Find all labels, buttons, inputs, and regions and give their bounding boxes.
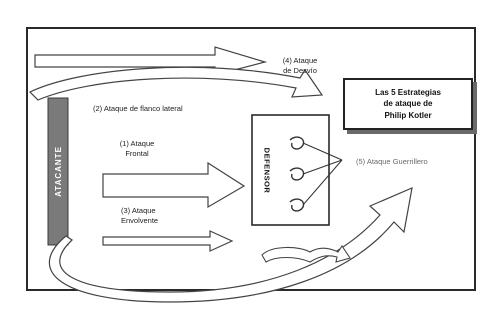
envelopment-label-line1: (3) Ataque xyxy=(121,206,156,215)
bypass-label-line2: de Desvío xyxy=(283,66,317,76)
guerrilla-line-1 xyxy=(302,142,343,161)
attacker-label-wrap: ATACANTE xyxy=(48,98,68,245)
bypass-arrow-top xyxy=(34,46,268,76)
title-line-3: Philip Kotler xyxy=(384,110,432,120)
bypass-label-line1: (4) Ataque xyxy=(282,56,318,65)
guerrilla-line-2 xyxy=(302,159,343,175)
defender-node-3 xyxy=(289,198,305,212)
envelopment-label: (3) Ataque Envolvente xyxy=(121,206,158,226)
frontal-label-line1: (1) Ataque xyxy=(119,139,155,148)
envelopment-arrow xyxy=(102,230,234,252)
defender-node-1 xyxy=(289,136,305,150)
guerrilla-label: (5) Ataque Guerrillero xyxy=(356,157,428,166)
guerrilla-line-3 xyxy=(302,159,343,206)
attacker-label: ATACANTE xyxy=(53,146,63,197)
frontal-arrow xyxy=(102,161,246,209)
flank-label: (2) Ataque de flanco lateral xyxy=(93,104,183,113)
frontal-label-line2: Frontal xyxy=(125,149,149,159)
guerrilla-squiggle-arrow xyxy=(261,245,351,263)
frontal-label: (1) Ataque Frontal xyxy=(114,139,160,159)
title-line-2: de ataque de xyxy=(383,99,433,109)
bypass-label: (4) Ataque de Desvío xyxy=(272,56,328,76)
defender-label-wrap: DEFENSOR xyxy=(254,120,280,220)
title-line-1: Las 5 Estrategias xyxy=(375,87,441,97)
envelopment-label-line2: Envolvente xyxy=(121,216,159,226)
title-box: Las 5 Estrategias de ataque de Philip Ko… xyxy=(343,78,473,130)
defender-node-2 xyxy=(289,167,305,181)
bypass-arrow-bottom xyxy=(48,187,413,303)
flank-arrow xyxy=(28,66,324,101)
defender-label: DEFENSOR xyxy=(262,147,272,193)
